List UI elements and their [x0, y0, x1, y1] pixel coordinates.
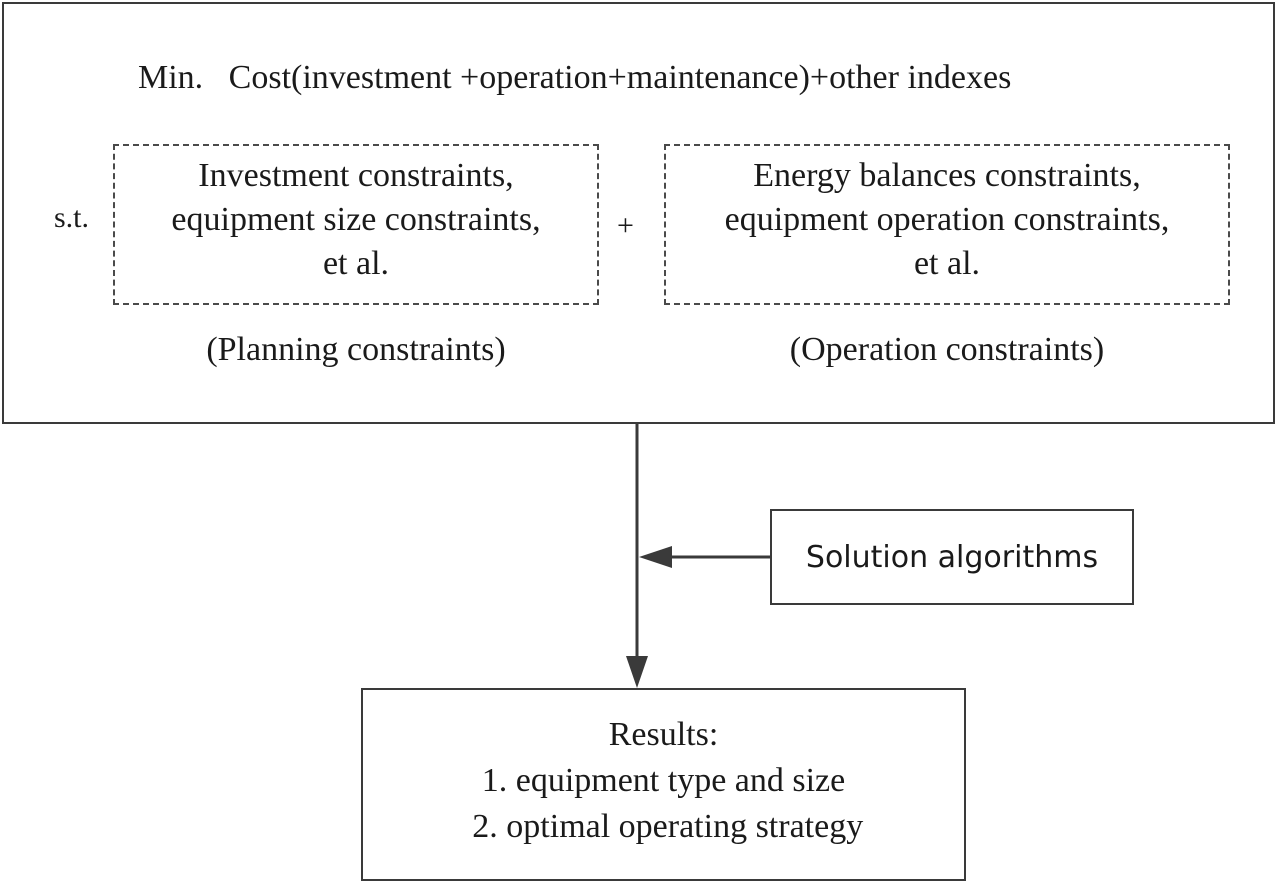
solution-algorithms-box: Solution algorithms [770, 509, 1134, 605]
planning-constraints-caption: (Planning constraints) [206, 331, 506, 368]
plus-sign: + [617, 209, 634, 242]
arrowhead-down-icon [626, 656, 648, 688]
objective-function: Min. Cost(investment +operation+maintena… [138, 59, 1012, 96]
planning-constraints-box: Investment constraints, equipment size c… [113, 144, 599, 305]
subject-to-label: s.t. [54, 201, 90, 234]
planning-line: et al. [322, 245, 390, 282]
operation-line: Energy balances constraints, [753, 157, 1141, 194]
results-item: 1. equipment type and size [481, 762, 846, 799]
planning-line: Investment constraints, [198, 157, 514, 194]
results-title: Results: [608, 716, 719, 753]
results-text: Results: 1. equipment type and size 2. o… [363, 712, 964, 850]
operation-constraints-caption: (Operation constraints) [789, 331, 1105, 368]
operation-line: et al. [913, 245, 981, 282]
operation-constraints-text: Energy balances constraints, equipment o… [666, 154, 1228, 286]
planning-line: equipment size constraints, [171, 201, 541, 238]
arrowhead-left-icon [639, 546, 672, 568]
optimization-model-box [2, 2, 1275, 424]
operation-constraints-box: Energy balances constraints, equipment o… [664, 144, 1230, 305]
solution-algorithms-label: Solution algorithms [805, 539, 1099, 575]
results-box: Results: 1. equipment type and size 2. o… [361, 688, 966, 881]
results-item: 2. optimal operating strategy [463, 808, 864, 845]
planning-constraints-text: Investment constraints, equipment size c… [115, 154, 597, 286]
operation-line: equipment operation constraints, [724, 201, 1170, 238]
